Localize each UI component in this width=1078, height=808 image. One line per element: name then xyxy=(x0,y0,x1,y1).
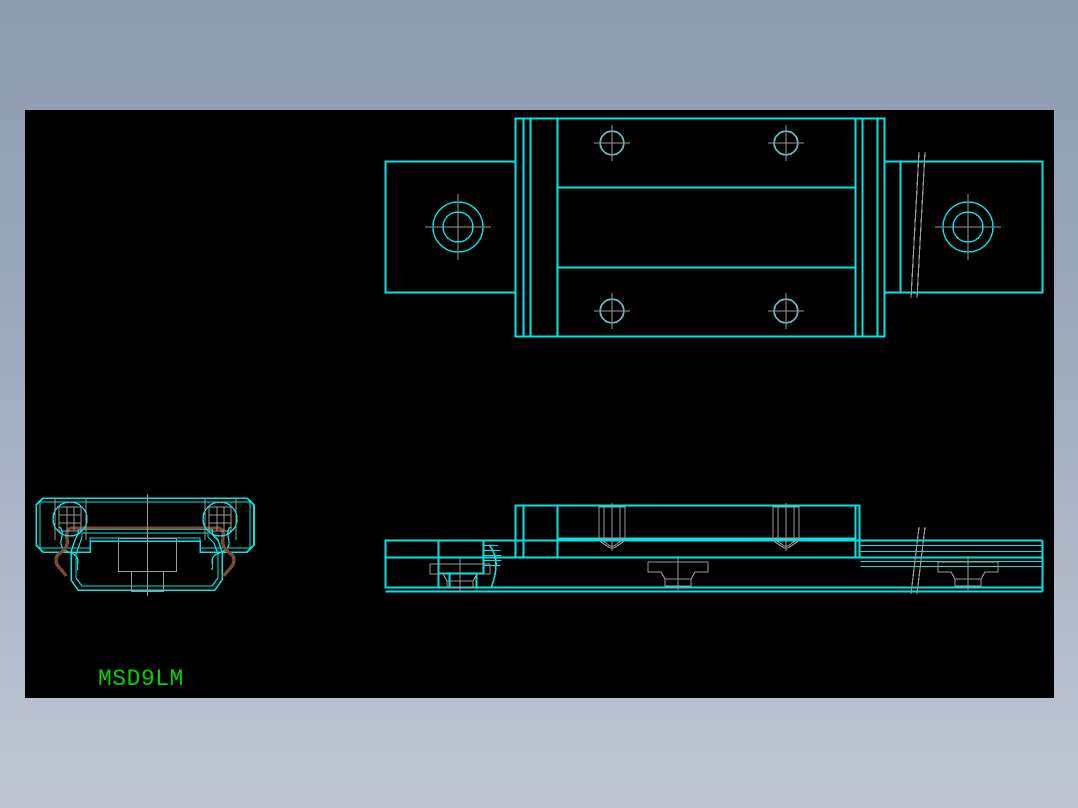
top-view-group xyxy=(384,117,1044,338)
carriage-tap-hole-top-left xyxy=(593,124,631,162)
section-view-group xyxy=(35,494,255,596)
carriage-retaining-lips xyxy=(59,526,231,571)
rail-mounting-hole-left xyxy=(424,193,492,261)
carriage-tap-hole-top-right xyxy=(767,124,805,162)
carriage-riser-front xyxy=(514,504,559,559)
part-number-label: MSD9LM xyxy=(98,666,184,692)
mounting-hole-detail-left xyxy=(52,499,88,540)
break-line-top-view xyxy=(910,151,926,299)
drawing-canvas xyxy=(25,110,1054,698)
ball-raceway-paths xyxy=(54,526,236,577)
rail-mounting-hole-right xyxy=(934,193,1002,261)
cad-drawing-svg xyxy=(35,117,1044,596)
cap-screw-left xyxy=(598,502,626,552)
rail-groove-lines-right xyxy=(860,540,1044,592)
rail-bolt-mid-front xyxy=(647,555,709,591)
carriage-outer-profile-section xyxy=(35,497,255,553)
carriage-tap-hole-bottom-left xyxy=(593,292,631,330)
carriage-body-front xyxy=(514,504,861,559)
carriage-tap-hole-bottom-right xyxy=(767,292,805,330)
break-line-front-view xyxy=(910,526,926,595)
carriage-body-top xyxy=(514,117,886,338)
cap-screw-right xyxy=(772,502,800,552)
front-view-group xyxy=(384,502,1044,595)
mounting-hole-detail-right xyxy=(202,499,238,540)
